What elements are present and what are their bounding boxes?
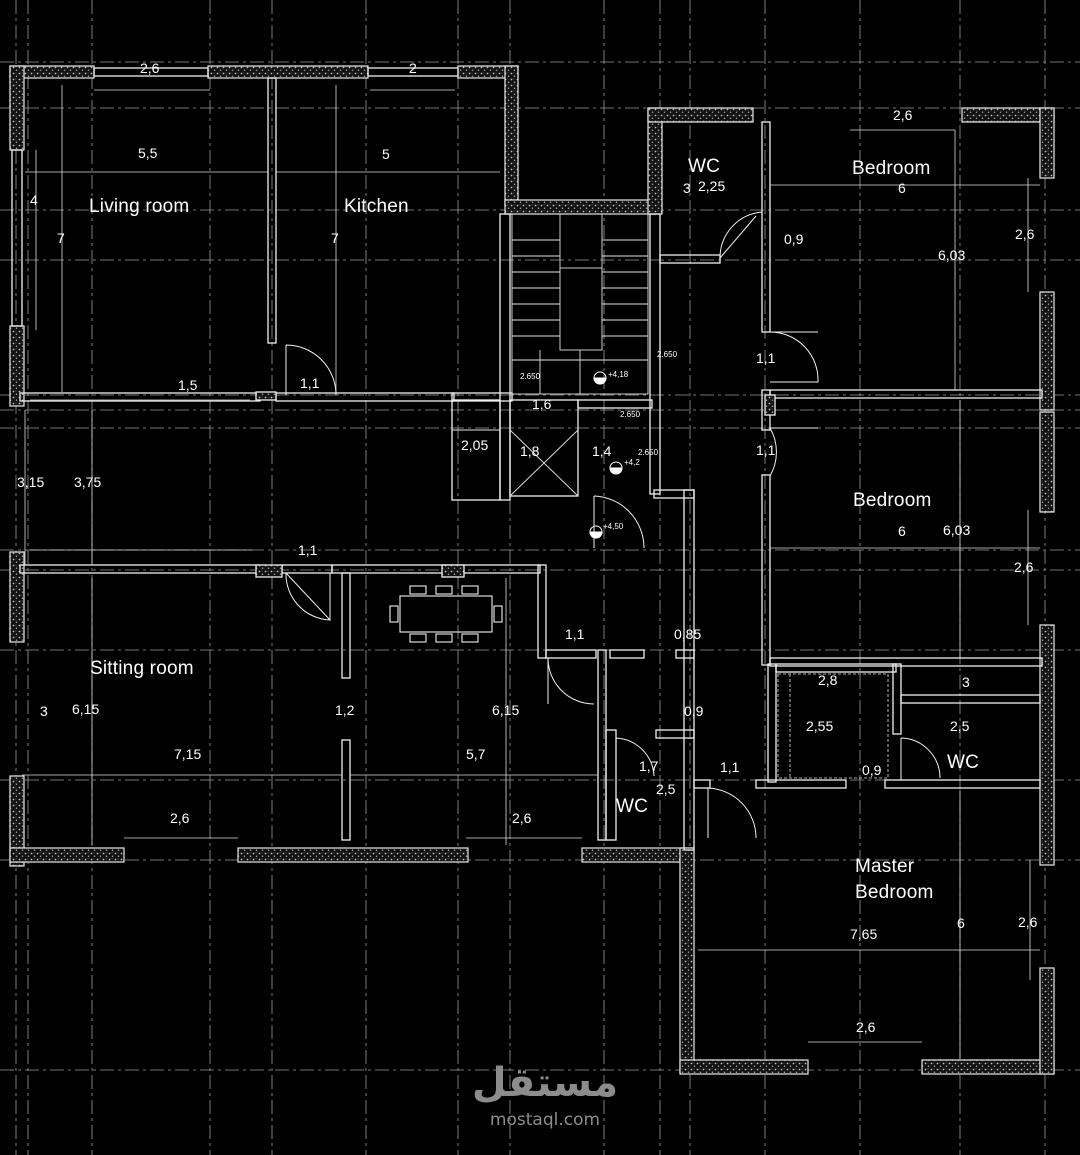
dimension-label: 3,75 (74, 474, 102, 490)
dimension-label: 7 (331, 230, 339, 246)
exterior-walls (9, 65, 1055, 1075)
dimension-label: 2,6 (512, 810, 532, 826)
dimension-label: 1,4 (592, 443, 612, 459)
level-label: +4,18 (608, 370, 629, 379)
closet (777, 673, 889, 779)
room-label-wc-right: WC (947, 752, 980, 773)
dimension-label: 5,7 (466, 746, 486, 762)
room-label-bedroom-2: Bedroom (853, 490, 932, 511)
dimension-label: 2,55 (806, 718, 834, 734)
dimension-label: 6 (957, 915, 965, 931)
dimension-label: 1,2 (335, 702, 355, 718)
level-label: +4,2 (624, 458, 640, 467)
dimension-label: 4 (30, 192, 38, 208)
level-label: 2.650 (520, 372, 541, 381)
dimension-label: 0,9 (784, 231, 804, 247)
dimension-label: 1,1 (756, 350, 776, 366)
interior-walls (11, 67, 1043, 851)
dimension-lines (22, 85, 1040, 1058)
room-label-wc-top: WC (688, 156, 721, 177)
dimension-label: 5 (382, 146, 390, 162)
dimension-label: 1,7 (639, 758, 659, 774)
room-label-living-room: Living room (89, 196, 190, 217)
dimension-label: 2,6 (1014, 559, 1034, 575)
dimension-label: 7,15 (174, 746, 202, 762)
dimension-label: 2,6 (170, 810, 190, 826)
door-swings (285, 211, 941, 839)
dimension-label: 2,6 (140, 60, 160, 76)
level-label: +4,50 (603, 522, 624, 531)
dimension-label: 6,15 (72, 701, 100, 717)
dining-table (389, 585, 503, 643)
dimension-label: 3 (683, 180, 691, 196)
dimension-label: 6,03 (938, 247, 966, 263)
level-label: 2.650 (620, 410, 641, 419)
dimension-label: 0,9 (684, 703, 704, 719)
dimension-label: 1,6 (532, 396, 552, 412)
staircase (452, 213, 649, 497)
dimension-label: 1,1 (720, 759, 740, 775)
dimension-label: 6,03 (943, 522, 971, 538)
dimension-label: 3 (40, 703, 48, 719)
dimension-label: 1,1 (300, 375, 320, 391)
watermark-logo-arabic: مستقل (471, 1060, 619, 1106)
dimension-label: 3 (962, 674, 970, 690)
dimension-label: 1,1 (565, 626, 585, 642)
room-label-wc-center: WC (616, 796, 649, 817)
dimension-label: 3,15 (17, 474, 45, 490)
dimension-label: 1,1 (298, 542, 318, 558)
dimension-label: 2,5 (656, 781, 676, 797)
room-label-master-bedroom-line1: Master (855, 856, 915, 877)
dimension-label: 6 (898, 180, 906, 196)
dimension-label: 1,5 (178, 377, 198, 393)
room-label-kitchen: Kitchen (344, 196, 409, 217)
dimension-label: 7,65 (850, 926, 878, 942)
level-label: 2.650 (657, 350, 678, 359)
dimension-label: 7 (57, 230, 65, 246)
room-label-master-bedroom-line2: Bedroom (855, 882, 934, 903)
watermark-logo-latin: mostaql.com (489, 1110, 601, 1130)
dimension-label: 2,05 (461, 437, 489, 453)
dimension-label: 2,6 (893, 107, 913, 123)
dimension-label: 6,15 (492, 702, 520, 718)
dimension-label: 2,8 (818, 672, 838, 688)
dimension-label: 2,6 (1018, 914, 1038, 930)
dimension-label: 5,5 (138, 145, 158, 161)
dimension-label: 2,5 (950, 718, 970, 734)
room-label-bedroom-1: Bedroom (852, 158, 931, 179)
dimension-label: 0,9 (862, 762, 882, 778)
level-label: 2.650 (638, 448, 659, 457)
dimension-label: 1,8 (520, 443, 540, 459)
dimension-label: 2 (409, 60, 417, 76)
room-label-sitting-room: Sitting room (90, 658, 194, 679)
dimension-label: 2,6 (856, 1019, 876, 1035)
dimension-label: 2,6 (1015, 226, 1035, 242)
dimension-label: 6 (898, 523, 906, 539)
level-markers (589, 371, 623, 539)
dimension-label: 2,25 (698, 178, 726, 194)
dimension-label: 0,85 (674, 626, 702, 642)
dimension-label: 1,1 (756, 442, 776, 458)
